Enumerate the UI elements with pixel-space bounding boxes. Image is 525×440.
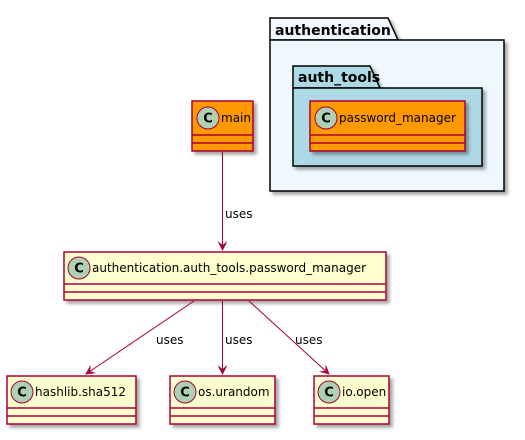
- class-main[interactable]: C main: [191, 100, 254, 152]
- class-stereotype-letter: C: [321, 112, 331, 127]
- class-os-urandom[interactable]: C os.urandom: [169, 375, 276, 425]
- class-hashlib-sha512-label: hashlib.sha512: [35, 385, 126, 399]
- edge-password-manager-uses-urandom[interactable]: uses: [217, 301, 253, 375]
- edge-password-manager-uses-hashlib[interactable]: uses: [85, 300, 195, 375]
- class-full-password-manager[interactable]: C authentication.auth_tools.password_man…: [63, 251, 387, 301]
- edge-label: uses: [295, 333, 323, 347]
- class-stereotype-icon: [173, 380, 197, 404]
- edge-main-uses-password-manager[interactable]: uses: [217, 152, 253, 251]
- class-stereotype-icon: [314, 106, 338, 130]
- class-stereotype-icon: [196, 106, 220, 130]
- class-os-urandom-label: os.urandom: [198, 385, 270, 399]
- package-authentication-label: authentication: [275, 23, 391, 39]
- edge-label: uses: [225, 333, 253, 347]
- class-stereotype-icon: [67, 256, 91, 280]
- class-stereotype-letter: C: [203, 112, 213, 127]
- class-hashlib-sha512[interactable]: C hashlib.sha512: [6, 375, 137, 425]
- class-stereotype-letter: C: [74, 262, 84, 277]
- class-password-manager-label: password_manager: [339, 111, 456, 125]
- class-main-label: main: [221, 111, 251, 125]
- edge-label: uses: [156, 333, 184, 347]
- class-stereotype-letter: C: [17, 386, 27, 401]
- class-stereotype-icon: [10, 380, 34, 404]
- class-io-open-label: io.open: [342, 385, 386, 399]
- class-io-open[interactable]: C io.open: [313, 375, 390, 425]
- class-full-password-manager-label: authentication.auth_tools.password_manag…: [92, 261, 366, 275]
- edge-label: uses: [225, 207, 253, 221]
- package-auth-tools-label: auth_tools: [298, 70, 380, 86]
- class-stereotype-icon: [317, 380, 341, 404]
- class-password-manager[interactable]: C password_manager: [309, 100, 466, 152]
- edge-password-manager-uses-open[interactable]: uses: [248, 300, 330, 375]
- class-stereotype-letter: C: [324, 386, 334, 401]
- class-stereotype-letter: C: [180, 386, 190, 401]
